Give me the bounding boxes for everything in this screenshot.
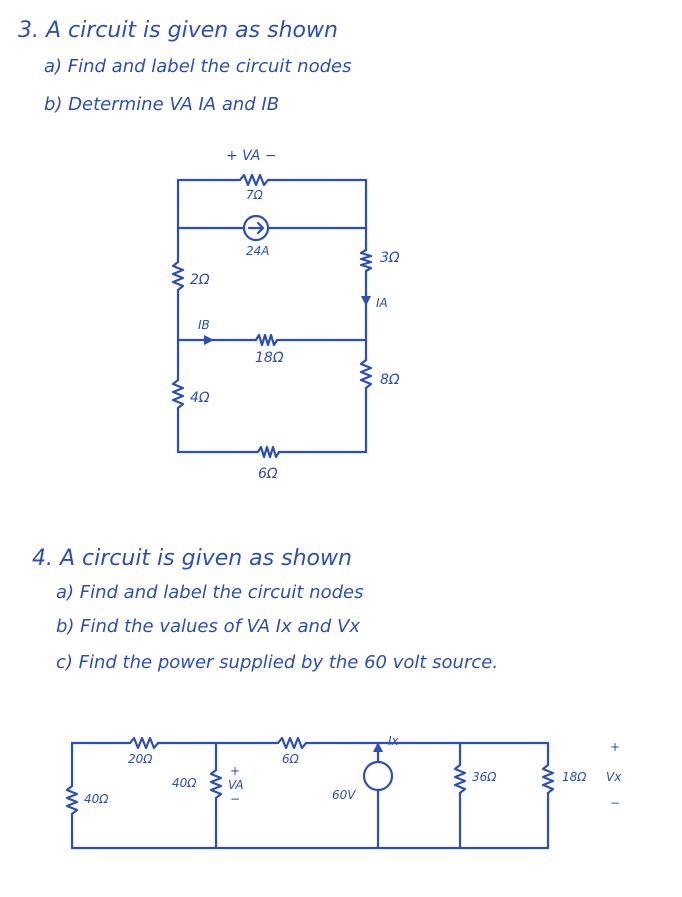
- p4-voltage-source-60: [362, 760, 394, 792]
- p3-r6-label: 6Ω: [258, 466, 278, 482]
- problem-4-part-a: a) Find and label the circuit nodes: [56, 582, 364, 603]
- p3-source-arrow: [247, 221, 265, 235]
- p4-vx-label: Vx: [606, 770, 622, 784]
- p4-r40b-label: 40Ω: [172, 776, 197, 790]
- p3-r8-label: 8Ω: [380, 372, 400, 388]
- p3-resistor-8: [359, 358, 373, 390]
- p4-resistor-20: [128, 736, 160, 750]
- p4-va-minus: −: [230, 792, 241, 806]
- p4-vx-plus: +: [610, 740, 621, 754]
- p4-resistor-18: [541, 763, 555, 795]
- p3-r18-label: 18Ω: [255, 350, 284, 366]
- p3-resistor-2: [171, 260, 185, 292]
- p4-r40a-label: 40Ω: [84, 792, 109, 806]
- p3-resistor-7: [238, 173, 270, 187]
- p3-va-polarity: + VA −: [226, 148, 277, 164]
- p3-ib-arrow: [204, 335, 214, 345]
- p4-va-plus: +: [230, 764, 241, 778]
- p3-resistor-3: [359, 248, 373, 273]
- p4-r36-label: 36Ω: [472, 770, 497, 784]
- problem-4-part-b: b) Find the values of VA Ix and Vx: [56, 616, 361, 637]
- p4-ix-label: Ix: [388, 734, 399, 748]
- p3-ib-label: IB: [198, 318, 210, 332]
- p3-ia-arrow: [361, 296, 371, 306]
- p3-resistor-18: [254, 333, 279, 347]
- p4-r18-label: 18Ω: [562, 770, 587, 784]
- problem-4-title: 4. A circuit is given as shown: [32, 546, 352, 571]
- p3-r2-label: 2Ω: [190, 272, 210, 288]
- p4-resistor-6: [276, 736, 308, 750]
- p4-r20-label: 20Ω: [128, 752, 153, 766]
- p4-60v-label: 60V: [332, 788, 356, 802]
- p4-va-label: VA: [228, 778, 244, 792]
- p4-resistor-36: [453, 763, 467, 795]
- p4-vx-minus: −: [610, 796, 621, 810]
- p3-ia-label: IA: [376, 296, 388, 310]
- p3-r4-label: 4Ω: [190, 390, 210, 406]
- p3-resistor-6: [256, 445, 281, 459]
- p4-resistor-40a: [65, 784, 79, 816]
- p3-source-label: 24A: [246, 244, 270, 258]
- problem-3-part-a: a) Find and label the circuit nodes: [44, 56, 352, 77]
- p4-resistor-40b: [209, 768, 223, 800]
- problem-3-part-b: b) Determine VA IA and IB: [44, 94, 280, 115]
- p3-resistor-4: [171, 378, 185, 410]
- p3-r3-label: 3Ω: [380, 250, 400, 266]
- p4-ix-arrow: [373, 742, 383, 752]
- p4-r6-label: 6Ω: [282, 752, 299, 766]
- problem-3-title: 3. A circuit is given as shown: [18, 18, 338, 43]
- p3-r7-label: 7Ω: [246, 188, 263, 202]
- problem-4-part-c: c) Find the power supplied by the 60 vol…: [56, 652, 499, 673]
